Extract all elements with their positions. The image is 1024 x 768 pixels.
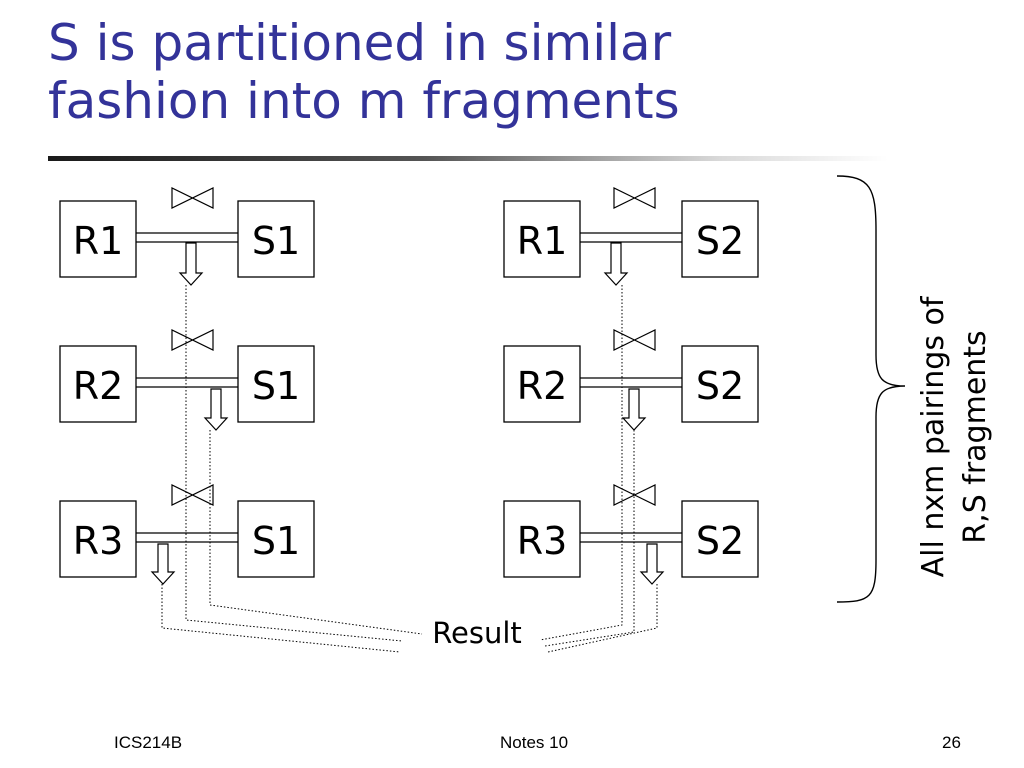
result-label: Result [432, 616, 522, 650]
fragment-box-s1 [237, 345, 315, 423]
fragment-label-r3: R3 [517, 519, 568, 563]
fragment-label-r1: R1 [73, 219, 124, 263]
join-line [136, 232, 238, 243]
down-arrow-icon [603, 242, 629, 286]
down-arrow-icon [203, 388, 229, 431]
fragment-box-r3 [59, 500, 137, 578]
fragment-box-s2 [681, 500, 759, 578]
result-path [161, 584, 401, 653]
fragment-box-s2 [681, 200, 759, 278]
pair-r1-s2: R1 S2 [503, 187, 759, 286]
title-line-2: fashion into m fragments [48, 72, 680, 130]
page-number: 26 [942, 733, 961, 752]
pair-r2-s1: R2 S1 [59, 329, 315, 431]
fragment-label-s2: S2 [696, 519, 744, 563]
result-path [547, 584, 658, 653]
join-line [136, 377, 238, 388]
join-line [136, 532, 238, 543]
down-arrow-icon [621, 388, 647, 431]
result-path [544, 430, 635, 647]
bowtie-icon [171, 484, 214, 506]
fragment-label-s2: S2 [696, 219, 744, 263]
bowtie-icon [171, 329, 214, 351]
fragment-label-s1: S1 [252, 219, 300, 263]
down-arrow-icon [178, 242, 204, 286]
fragment-label-s2: S2 [696, 364, 744, 408]
down-arrow-icon [150, 543, 176, 585]
fragment-label-s1: S1 [252, 364, 300, 408]
pair-r3-s1: R3 S1 [59, 484, 315, 585]
fragment-label-r2: R2 [73, 364, 124, 408]
result-path [209, 430, 423, 635]
fragment-box-r1 [59, 200, 137, 278]
title-underline [48, 156, 888, 161]
pair-r2-s2: R2 S2 [503, 329, 759, 431]
fragment-box-r1 [503, 200, 581, 278]
fragment-label-r2: R2 [517, 364, 568, 408]
curly-brace [836, 175, 906, 603]
join-line [580, 232, 682, 243]
bowtie-icon [171, 187, 214, 209]
result-path [539, 285, 623, 641]
fragment-box-r3 [503, 500, 581, 578]
right-group: R1 S2 R2 S2 R3 S2 [503, 187, 759, 653]
join-line [580, 532, 682, 543]
pair-r3-s2: R3 S2 [503, 484, 759, 585]
brace-label-line-1: All nxm pairings of [916, 295, 951, 577]
fragment-box-r2 [59, 345, 137, 423]
fragment-label-s1: S1 [252, 519, 300, 563]
footer-notes: Notes 10 [500, 733, 569, 752]
fragment-box-r2 [503, 345, 581, 423]
down-arrow-icon [639, 543, 665, 585]
result-path [185, 285, 403, 642]
title-line-1: S is partitioned in similar [48, 14, 672, 72]
bowtie-icon [613, 329, 656, 351]
pair-r1-s1: R1 S1 [59, 187, 315, 286]
bowtie-icon [613, 187, 656, 209]
join-line [580, 377, 682, 388]
brace-label-line-2: R,S fragments [958, 330, 993, 543]
slide-title: S is partitioned in similar fashion into… [48, 14, 948, 130]
bowtie-icon [613, 484, 656, 506]
fragment-box-s1 [237, 200, 315, 278]
fragment-label-r1: R1 [517, 219, 568, 263]
footer-course: ICS214B [114, 733, 183, 752]
fragment-label-r3: R3 [73, 519, 124, 563]
left-group: R1 S1 R2 S1 R3 S1 [59, 187, 423, 653]
fragment-box-s2 [681, 345, 759, 423]
fragment-box-s1 [237, 500, 315, 578]
